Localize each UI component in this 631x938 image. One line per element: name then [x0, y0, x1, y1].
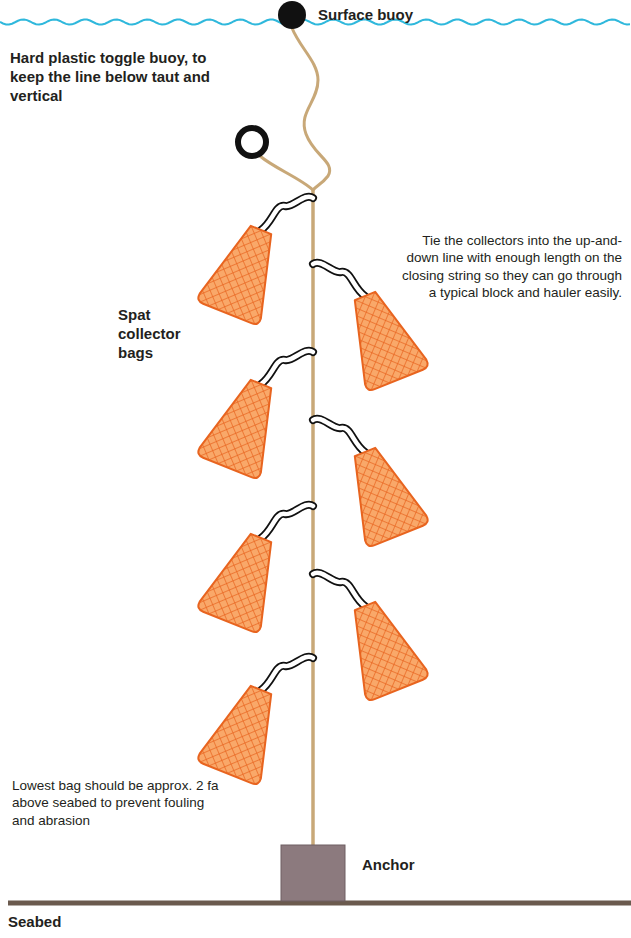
toggle-buoy-note: Hard plastic toggle buoy, to keep the li… — [10, 48, 215, 106]
bags-label: Spat collector bags — [118, 305, 202, 363]
spat-collector-bag — [197, 197, 313, 326]
spat-collector-bag — [313, 573, 429, 702]
lowest-bag-note: Lowest bag should be approx. 2 fa above … — [12, 777, 227, 829]
tying-note: Tie the collectors into the up-and-down … — [392, 232, 622, 301]
mesh-bag — [334, 594, 429, 702]
spat-collector-bag — [197, 657, 313, 786]
spat-collector-bag — [197, 505, 313, 634]
seabed-label: Seabed — [8, 912, 98, 931]
sea-surface — [0, 19, 630, 24]
closing-string-outline — [261, 197, 313, 230]
closing-string — [261, 351, 313, 384]
closing-string — [261, 197, 313, 230]
closing-string-outline — [261, 351, 313, 384]
spat-collector-bag — [313, 419, 429, 548]
closing-string-outline — [261, 505, 313, 538]
anchor-block — [281, 845, 345, 901]
bag-group — [197, 197, 430, 786]
closing-string-outline — [261, 657, 313, 690]
surface-buoy — [278, 1, 306, 29]
spat-collector-bag — [197, 351, 313, 480]
buoy-rope — [292, 28, 330, 190]
closing-string — [313, 263, 365, 296]
closing-string — [261, 505, 313, 538]
closing-string-outline — [313, 573, 365, 606]
mesh-bag — [197, 218, 292, 326]
mesh-bag — [334, 284, 429, 392]
mesh-bag — [197, 678, 292, 786]
up-and-down-line — [311, 188, 315, 846]
toggle-buoy — [238, 128, 266, 156]
mesh-bag — [197, 526, 292, 634]
mesh-bag — [334, 440, 429, 548]
surface-buoy-label: Surface buoy — [318, 5, 458, 24]
closing-string — [313, 573, 365, 606]
closing-string-outline — [313, 419, 365, 452]
closing-string — [313, 419, 365, 452]
closing-string — [261, 657, 313, 690]
anchor-label: Anchor — [362, 855, 452, 874]
mesh-bag — [197, 372, 292, 480]
toggle-rope — [260, 156, 313, 190]
closing-string-outline — [313, 263, 365, 296]
